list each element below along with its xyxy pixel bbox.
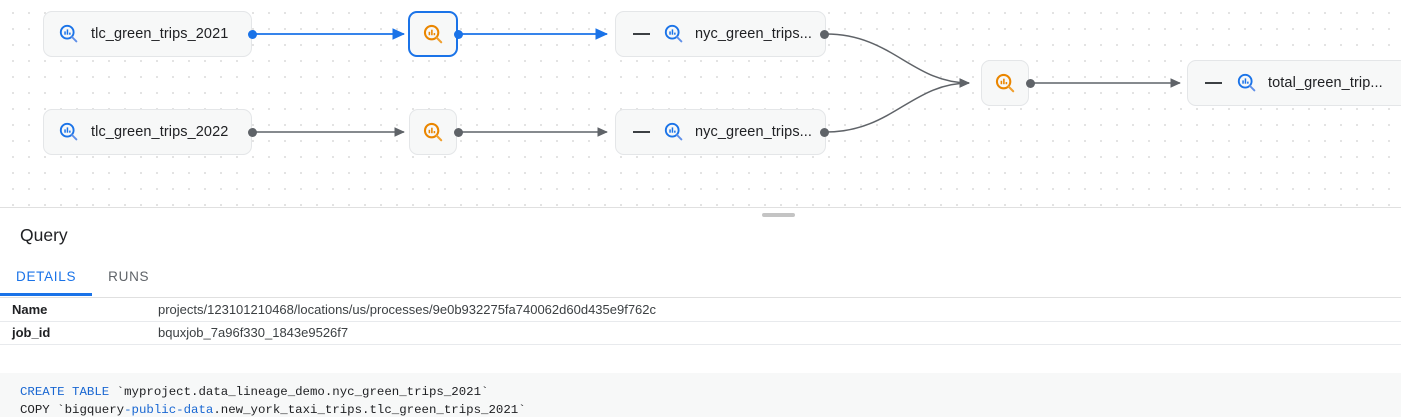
edge-nyc2022-merge — [825, 78, 970, 133]
lineage-graph-canvas[interactable]: tlc_green_trips_2021 — [0, 0, 1401, 207]
table-row: job_id bquxjob_7a96f330_1843e9526f7 — [0, 322, 1401, 345]
node-port-out-proc2[interactable] — [454, 128, 463, 137]
bigquery-table-icon — [662, 22, 686, 46]
sql-highlight: -public-data — [124, 402, 214, 417]
lineage-node-tlc-green-trips-2022[interactable]: tlc_green_trips_2022 — [43, 109, 252, 155]
node-port-out-nyc2022[interactable] — [820, 128, 829, 137]
bigquery-process-icon — [993, 71, 1018, 96]
collapse-dash-icon — [633, 33, 650, 35]
bigquery-table-icon — [57, 120, 81, 144]
panel-title: Query — [20, 225, 68, 245]
bigquery-process-icon — [421, 22, 446, 47]
bigquery-table-icon — [1235, 71, 1259, 95]
detail-value: bquxjob_7a96f330_1843e9526f7 — [158, 325, 349, 341]
sql-text: COPY `bigquery — [20, 402, 125, 417]
lineage-node-nyc-green-trips-2022[interactable]: nyc_green_trips... — [615, 109, 826, 155]
collapse-dash-icon — [1205, 82, 1222, 84]
tab-runs[interactable]: RUNS — [92, 263, 165, 295]
sql-text: `myproject.data_lineage_demo.nyc_green_t… — [109, 385, 489, 399]
lineage-node-process-merge[interactable] — [981, 60, 1029, 106]
details-panel: Query DETAILS RUNS Name projects/1231012… — [0, 207, 1401, 417]
bigquery-table-icon — [662, 120, 686, 144]
node-port-out-nyc2021[interactable] — [820, 30, 829, 39]
details-table: Name projects/123101210468/locations/us/… — [0, 298, 1401, 345]
edge-nyc2021-merge — [825, 33, 970, 88]
node-port-out-tlc2021[interactable] — [248, 30, 257, 39]
lineage-node-label: nyc_green_trips... — [695, 26, 813, 42]
sql-query-block[interactable]: CREATE TABLE `myproject.data_lineage_dem… — [0, 373, 1401, 417]
lineage-node-label: nyc_green_trips... — [695, 124, 813, 140]
detail-value: projects/123101210468/locations/us/proce… — [158, 301, 657, 317]
lineage-node-label: total_green_trip... — [1268, 75, 1383, 91]
lineage-node-label: tlc_green_trips_2021 — [91, 26, 229, 42]
node-port-out-tlc2022[interactable] — [248, 128, 257, 137]
detail-key: job_id — [12, 325, 51, 341]
bigquery-table-icon — [57, 22, 81, 46]
lineage-node-nyc-green-trips-2021[interactable]: nyc_green_trips... — [615, 11, 826, 57]
lineage-node-process-2[interactable] — [409, 109, 457, 155]
bigquery-process-icon — [421, 120, 446, 145]
node-port-out-proc1[interactable] — [454, 30, 463, 39]
collapse-dash-icon — [633, 131, 650, 133]
sql-text: .new_york_taxi_trips.tlc_green_trips_202… — [213, 402, 526, 417]
lineage-node-total-green-trips[interactable]: total_green_trip... — [1187, 60, 1401, 106]
table-row: Name projects/123101210468/locations/us/… — [0, 298, 1401, 322]
tab-details[interactable]: DETAILS — [0, 263, 93, 296]
sql-keyword: CREATE TABLE — [20, 385, 110, 399]
panel-tabs: DETAILS RUNS — [0, 263, 1401, 298]
lineage-node-process-selected[interactable] — [408, 11, 458, 57]
lineage-node-label: tlc_green_trips_2022 — [91, 124, 229, 140]
node-port-out-merge[interactable] — [1026, 79, 1035, 88]
panel-resize-handle[interactable] — [762, 213, 795, 217]
lineage-node-tlc-green-trips-2021[interactable]: tlc_green_trips_2021 — [43, 11, 252, 57]
detail-key: Name — [12, 301, 48, 317]
